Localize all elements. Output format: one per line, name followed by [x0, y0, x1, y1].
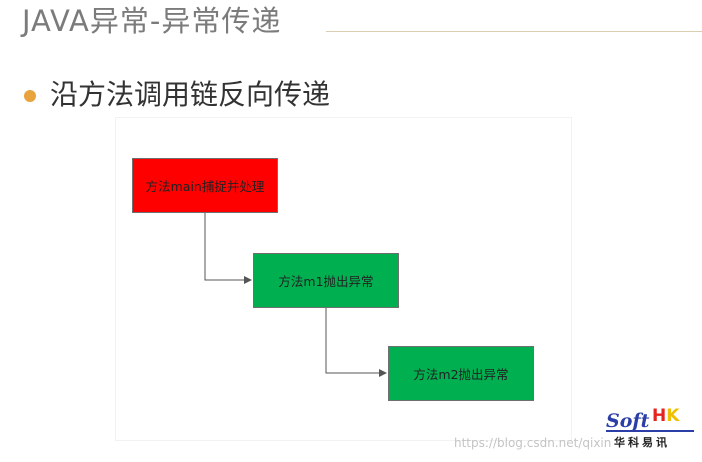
diagram-connectors	[204, 213, 387, 377]
title-divider	[326, 31, 702, 32]
logo-hk-text: HK	[652, 406, 679, 426]
connector-main-to-m1	[204, 213, 252, 284]
connector-m1-to-m2	[325, 308, 387, 377]
logo-h: H	[652, 406, 667, 426]
bullet-text: 沿方法调用链反向传递	[50, 78, 331, 111]
method-m2-box: 方法m2抛出异常	[388, 346, 534, 401]
softhk-logo: Soft HK 华科易讯	[606, 402, 698, 452]
bullet-dot-icon	[24, 90, 36, 102]
method-m1-box: 方法m1抛出异常	[253, 253, 399, 308]
logo-soft-text: Soft	[606, 410, 650, 432]
logo-chinese-text: 华科易讯	[614, 436, 670, 449]
call-chain-diagram: 方法main捕捉并处理 方法m1抛出异常 方法m2抛出异常	[116, 118, 571, 440]
logo-underline	[606, 430, 694, 432]
source-watermark: https://blog.csdn.net/qixin	[454, 436, 612, 450]
logo-k: K	[666, 406, 680, 426]
method-main-box: 方法main捕捉并处理	[132, 158, 278, 213]
slide-title: JAVA异常-异常传递	[22, 4, 282, 38]
